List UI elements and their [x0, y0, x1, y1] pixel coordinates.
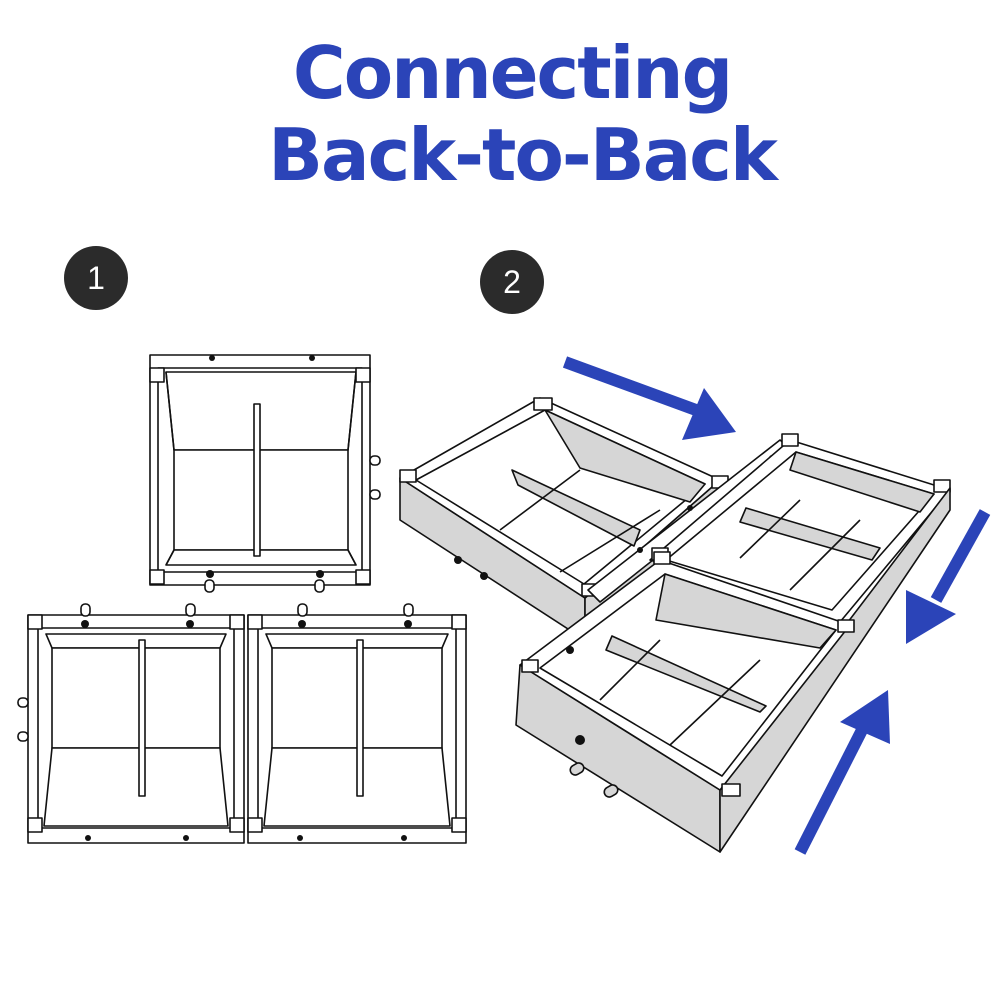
mold-top-view	[149, 354, 381, 593]
arrow-down-left-icon	[906, 509, 991, 644]
arrow-up-right-icon	[794, 690, 890, 855]
title-line-1: Connecting	[292, 31, 733, 115]
mold-upper-right	[649, 433, 951, 623]
mold-bottom-left-view	[17, 603, 245, 844]
mold-bottom-right-view	[247, 603, 467, 844]
arrow-down-right-icon	[562, 356, 736, 440]
step2-assembly	[399, 356, 991, 855]
step-badge-1: 1	[64, 246, 128, 310]
step1-views	[17, 354, 467, 844]
title-line-2: Back-to-Back	[268, 113, 778, 197]
mold-lower	[515, 487, 951, 853]
step-badge-2: 2	[480, 250, 544, 314]
